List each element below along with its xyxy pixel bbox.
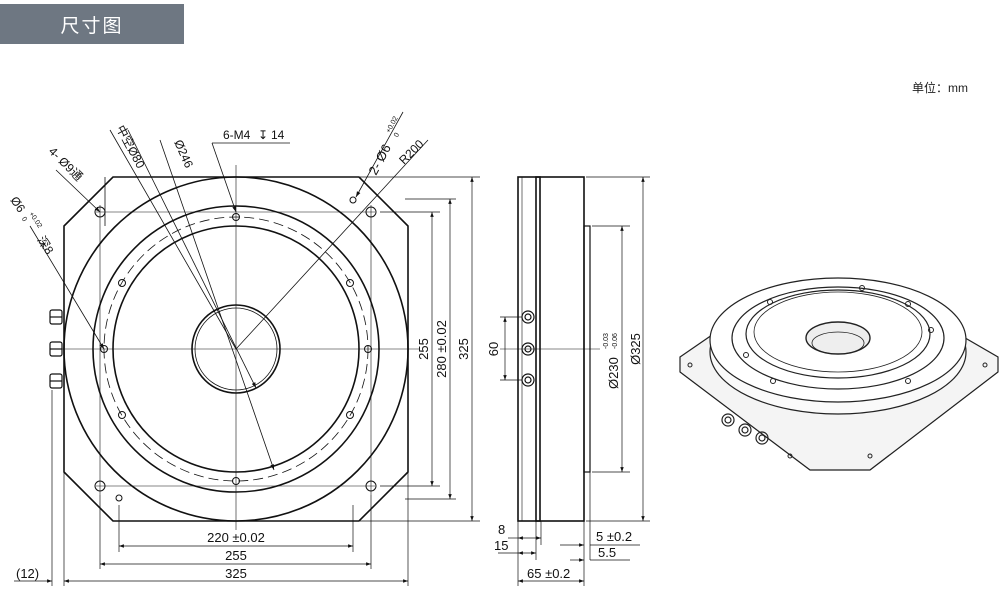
corner-holes [94, 206, 377, 492]
iso-center-hole [805, 321, 871, 355]
dim-label-12: (12) [16, 566, 39, 581]
leader-lines [29, 111, 429, 471]
dim-label-230: Ø230 -0.03 -0.06 [603, 333, 621, 389]
iso-holes [687, 285, 988, 459]
svg-text:深8: 深8 [34, 234, 56, 258]
dim-label-325-horizontal: 325 [225, 566, 247, 581]
svg-text:Ø6: Ø6 [8, 194, 29, 215]
dim-label-65: 65 ±0.2 [527, 566, 570, 581]
callout-dowel-depth: Ø6 +0.02 0 深8 [8, 194, 57, 258]
svg-text:Ø230: Ø230 [606, 357, 621, 389]
callout-center-hole: 中空Ø80 [113, 122, 148, 171]
callout-6-m4: 6-M4 [223, 128, 251, 142]
svg-text:280 ±0.02: 280 ±0.02 [434, 320, 449, 378]
dim-label-5: 5 ±0.2 [596, 529, 632, 544]
svg-text:2- Ø6: 2- Ø6 [365, 142, 394, 178]
svg-text:-0.06: -0.06 [612, 333, 619, 349]
dim-label-280-vertical: 280 ±0.02 [434, 320, 449, 378]
svg-text:325: 325 [456, 338, 471, 360]
base-outline [63, 176, 409, 522]
dim-label-side-325: Ø325 [628, 333, 643, 365]
callout-4-holes: 4- Ø9通 [46, 144, 86, 184]
side-dimension-lines [498, 176, 650, 586]
svg-text:Ø325: Ø325 [628, 333, 643, 365]
section-header-tab: 尺寸图 [0, 4, 184, 44]
isometric-view [679, 277, 999, 471]
svg-text:0: 0 [20, 216, 28, 223]
dim-label-255-horizontal: 255 [225, 548, 247, 563]
dowel-hole-top-right [349, 196, 357, 204]
svg-text:4- Ø9通: 4- Ø9通 [46, 144, 86, 184]
svg-text:+0.02: +0.02 [27, 211, 43, 230]
svg-text:60: 60 [486, 342, 501, 356]
iso-ring-3 [745, 289, 931, 379]
unit-label: 单位：mm [912, 81, 968, 95]
m4-holes [100, 213, 372, 485]
side-view [498, 176, 650, 586]
svg-text:中空Ø80: 中空Ø80 [113, 122, 148, 171]
callout-pitch: Ø246 [171, 138, 196, 171]
side-connectors [521, 310, 535, 387]
cable-connectors [49, 309, 63, 389]
dim-label-60: 60 [486, 342, 501, 356]
callout-radius: R200 [396, 137, 426, 167]
dim-label-220: 220 ±0.02 [207, 530, 265, 545]
outer-ring [63, 176, 409, 522]
section-title: 尺寸图 [60, 15, 124, 37]
callout-6-m4-depth: 14 [271, 128, 285, 142]
dim-label-255-vertical: 255 [416, 338, 431, 360]
iso-center-hole-inner [811, 331, 865, 355]
iso-ring-2 [731, 286, 945, 390]
svg-text:+0.02: +0.02 [385, 115, 400, 134]
dim-label-5-5: 5.5 [598, 545, 616, 560]
dowel-hole-bottom-left [115, 494, 123, 502]
iso-ring-4 [753, 291, 923, 373]
dim-label-325-vertical: 325 [456, 338, 471, 360]
dimension-lines [14, 176, 480, 586]
dim-label-8: 8 [498, 522, 505, 537]
svg-text:R200: R200 [396, 137, 426, 167]
center-hole [191, 304, 281, 394]
callout-2-dowel: 2- Ø6 +0.02 0 [365, 115, 401, 178]
dim-label-15: 15 [494, 538, 508, 553]
ring-2 [92, 205, 380, 493]
center-hole-inner [194, 307, 278, 391]
svg-text:Ø246: Ø246 [171, 138, 196, 171]
svg-text:255: 255 [416, 338, 431, 360]
front-view [14, 111, 480, 586]
svg-text:-0.03: -0.03 [603, 333, 610, 349]
ring-3 [112, 225, 360, 473]
svg-text:0: 0 [393, 132, 401, 139]
depth-symbol: ↧ [258, 128, 268, 142]
iso-connectors [721, 413, 769, 445]
